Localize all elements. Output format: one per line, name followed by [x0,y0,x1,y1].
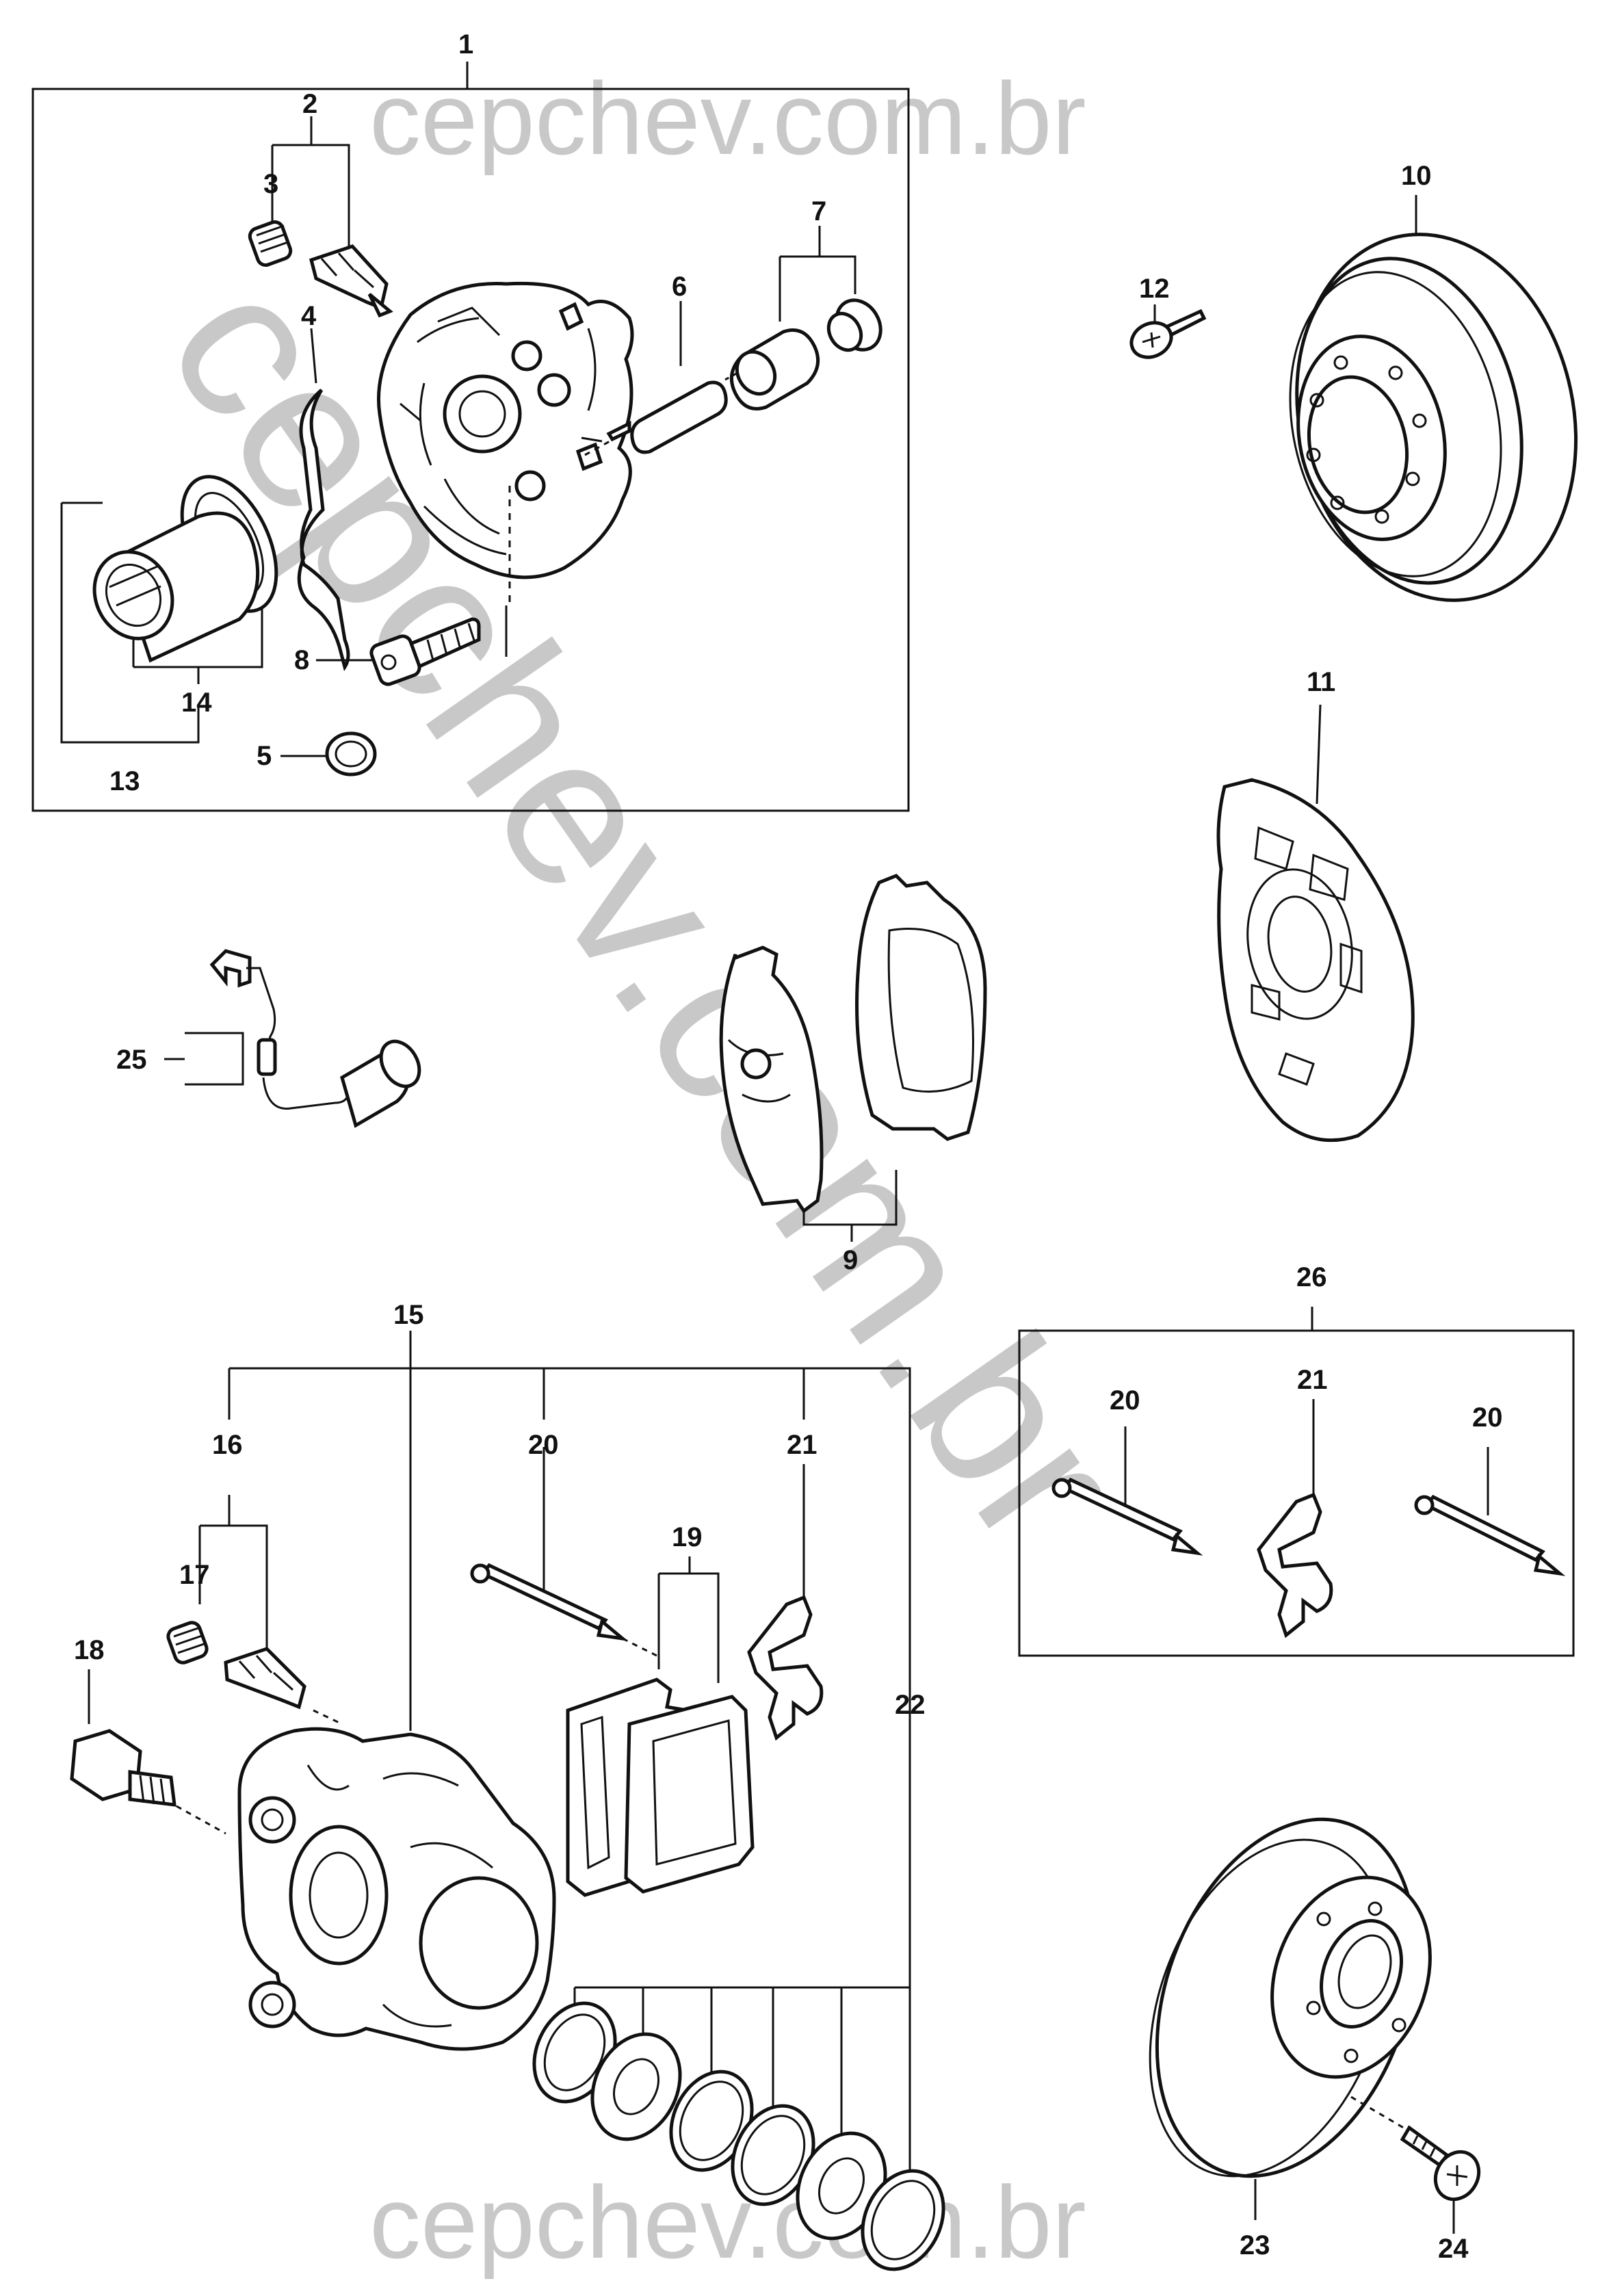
callout-8: 8 [294,645,309,675]
wear-sensor-part [209,949,421,1128]
callout-2: 2 [302,89,317,119]
rear-bleed-cap-part [166,1621,209,1665]
caliper-bolt-part [369,617,481,686]
callout-17: 17 [179,1560,210,1590]
disc-screw-part [1129,309,1207,359]
rear-disc-part [1149,1817,1432,2178]
callout-11: 11 [1307,667,1335,697]
brake-pad-outer-part [855,874,987,1141]
piston-part [92,475,278,663]
seal-kit-rings-part [532,2001,945,2271]
rear-bleed-screw-part [224,1647,306,1710]
dust-boot-part [826,298,882,352]
caliper-assembly-group [31,62,910,812]
callout-15: 15 [393,1300,424,1330]
watermark-bottom: cepchev.com.br [369,2165,1086,2280]
callout-18: 18 [74,1635,105,1665]
caliper-assembly-box [31,88,910,812]
callout-3: 3 [263,169,278,199]
callout-16: 16 [212,1430,243,1460]
callout-9: 9 [843,1245,858,1275]
callout-12: 12 [1139,274,1170,304]
spring-clip-part [297,389,350,671]
rear-caliper-bolt-part [70,1729,176,1807]
brake-pad-inner-part [719,945,824,1214]
splash-shield-part [1216,778,1415,1143]
sleeve-part [729,328,820,410]
rear-spring-clip-part [747,1595,824,1741]
callout-25: 25 [116,1045,147,1075]
callout-20-rear: 20 [528,1430,559,1460]
callout-1: 1 [458,29,473,60]
callout-20-kit-right: 20 [1472,1403,1503,1433]
hardware-kit-box [1018,1329,1575,1657]
guide-pin-part [606,380,728,454]
rear-caliper-housing-part [237,1727,556,2051]
callout-21-rear: 21 [787,1430,817,1460]
callout-5: 5 [257,741,272,771]
callout-14: 14 [181,688,212,718]
callout-19: 19 [672,1522,703,1552]
watermark-top: cepchev.com.br [369,61,1086,176]
rear-guide-pin-part [470,1563,629,1641]
callout-10: 10 [1401,161,1432,191]
rear-disc-screw-part [1400,2125,1481,2202]
callout-20-kit-left: 20 [1110,1385,1140,1416]
callout-24: 24 [1438,2234,1469,2264]
callout-21-kit: 21 [1297,1365,1328,1395]
caliper-housing-part [376,281,634,579]
bleed-cap-part [248,220,293,267]
callout-22: 22 [895,1690,926,1720]
callout-6: 6 [672,272,687,302]
callout-13: 13 [109,766,140,796]
callout-26: 26 [1296,1262,1327,1292]
hardware-kit-group [1018,1307,1575,1657]
callout-4: 4 [301,301,317,331]
callout-23: 23 [1240,2230,1270,2260]
dust-cap-part [325,731,377,777]
rear-brake-pads-part [566,1678,755,1897]
callout-7: 7 [811,196,826,226]
bleed-screw-part [309,244,393,318]
ventilated-disc-part [1289,233,1578,602]
